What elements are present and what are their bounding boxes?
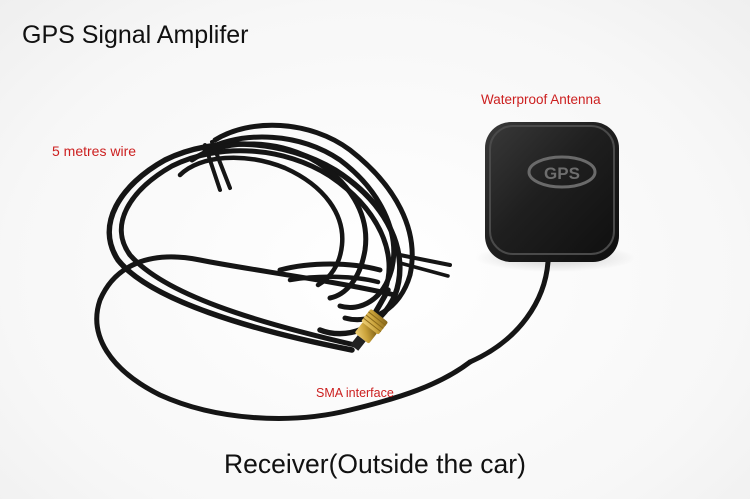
caption: Receiver(Outside the car): [224, 449, 526, 479]
sma-interface-callout: SMA interface: [316, 386, 394, 400]
antenna-logo: GPS: [544, 164, 580, 183]
antenna-puck: GPS: [475, 122, 635, 272]
sma-connector: [350, 309, 388, 351]
wire-length-callout: 5 metres wire: [52, 143, 137, 159]
page-title: GPS Signal Amplifer: [22, 21, 249, 49]
antenna-callout: Waterproof Antenna: [481, 92, 601, 107]
coiled-cable: [94, 122, 551, 421]
